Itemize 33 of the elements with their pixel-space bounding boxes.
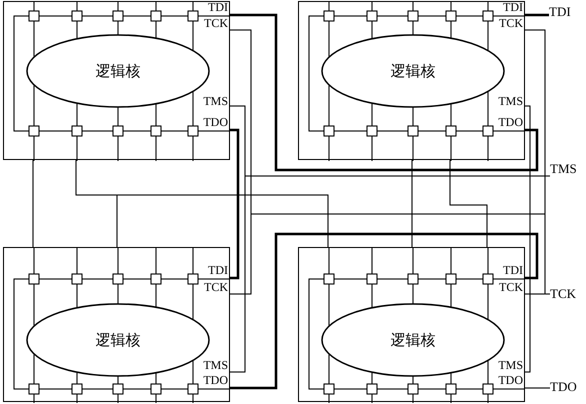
pin-label: TDO	[498, 115, 523, 129]
pin-label: TMS	[203, 94, 228, 108]
core-label: 逻辑核	[390, 62, 436, 80]
connector-line	[525, 14, 549, 16]
pin-label: TDO	[203, 373, 228, 387]
signal-name: TDI	[549, 4, 571, 20]
pin-label: TCK	[204, 280, 228, 294]
connector-line	[524, 176, 550, 372]
pin-label: TMS	[498, 94, 523, 108]
core-label: 逻辑核	[96, 62, 140, 80]
connector-line	[230, 232, 538, 390]
signal-name: TCK	[550, 286, 576, 302]
pin-label: TMS	[203, 358, 228, 372]
core-label: 逻辑核	[390, 332, 436, 350]
signal-name: TDO	[550, 379, 577, 395]
pin-label: TDI	[503, 263, 523, 277]
connector-line	[230, 14, 538, 172]
core-label: 逻辑核	[96, 332, 140, 350]
pin-label: TDI	[503, 0, 523, 14]
signal-name: TMS	[550, 161, 577, 177]
pin-label: TMS	[498, 358, 523, 372]
connector-line	[76, 160, 328, 248]
pin-label: TDO	[498, 373, 523, 387]
connector-line	[450, 160, 488, 248]
connector-line	[230, 128, 240, 280]
pin-label: TDO	[203, 115, 228, 129]
pin-label: TDI	[208, 263, 228, 277]
pin-label: TCK	[499, 16, 523, 30]
pin-label: TCK	[204, 16, 228, 30]
pin-label: TDI	[208, 0, 228, 14]
connector-line	[32, 160, 34, 248]
pin-label: TCK	[499, 280, 523, 294]
connector-line	[230, 214, 550, 294]
